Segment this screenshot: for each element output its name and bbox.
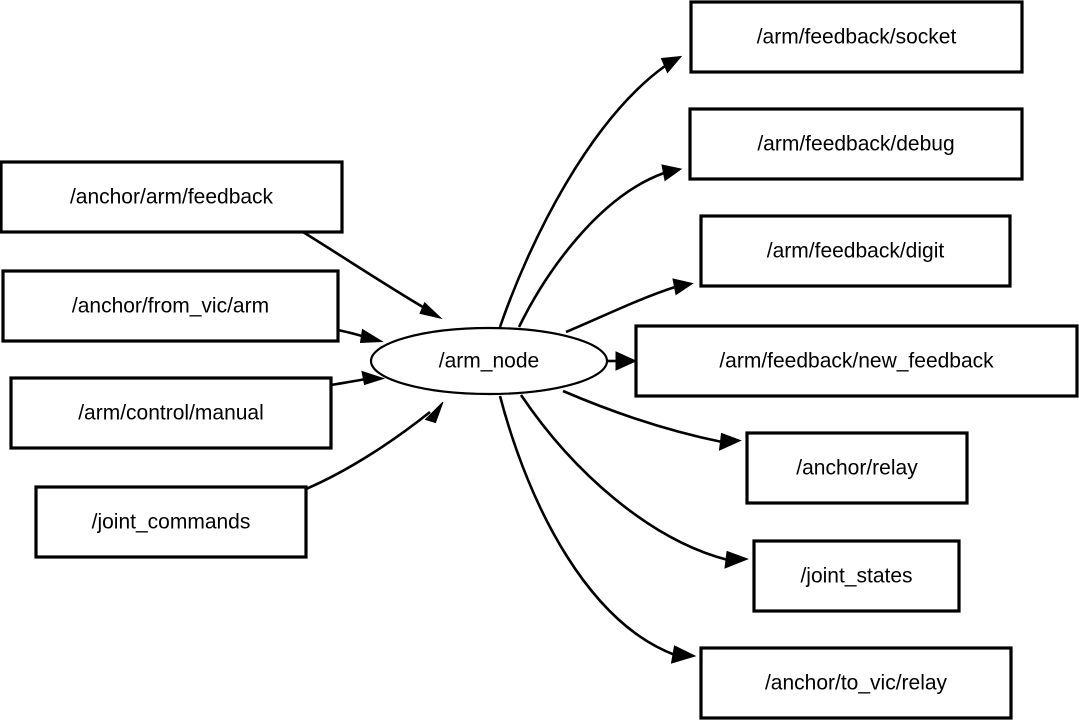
node-label-joint-states: /joint_states xyxy=(800,565,912,588)
edge-arm-node-to-anchor-relay xyxy=(562,389,742,451)
subscriber-nodes: /arm/feedback/socket /arm/feedback/debug… xyxy=(634,0,1079,720)
publisher-nodes: /anchor/arm/feedback /anchor/from_vic/ar… xyxy=(0,160,344,559)
node-joint-commands[interactable]: /joint_commands xyxy=(34,485,308,559)
node-anchor-from-vic-arm[interactable]: /anchor/from_vic/arm xyxy=(1,269,340,343)
edge-anchor-from-vic-arm-to-arm-node xyxy=(337,328,384,344)
edge-arm-node-to-arm-feedback-new-feedback xyxy=(607,351,638,371)
edge-arm-node-to-arm-feedback-digit xyxy=(565,278,694,334)
node-arm-feedback-digit[interactable]: /arm/feedback/digit xyxy=(699,214,1012,288)
edge-layer xyxy=(302,55,749,664)
edge-arm-node-to-joint-states xyxy=(519,394,749,569)
edge-arm-control-manual-to-arm-node xyxy=(330,370,386,387)
node-label-anchor-relay: /anchor/relay xyxy=(796,457,918,480)
edge-joint-commands-to-arm-node xyxy=(305,401,444,491)
node-label-arm-feedback-new-feedback: /arm/feedback/new_feedback xyxy=(719,350,994,373)
node-label-arm-feedback-digit: /arm/feedback/digit xyxy=(767,240,945,263)
edge-arm-node-to-arm-feedback-socket xyxy=(498,55,683,328)
node-label-arm-feedback-socket: /arm/feedback/socket xyxy=(757,26,957,49)
node-anchor-relay[interactable]: /anchor/relay xyxy=(745,431,969,505)
node-arm-feedback-debug[interactable]: /arm/feedback/debug xyxy=(688,107,1024,181)
node-label-arm-feedback-debug: /arm/feedback/debug xyxy=(757,133,954,156)
edge-arm-node-to-arm-feedback-debug xyxy=(517,164,683,328)
node-joint-states[interactable]: /joint_states xyxy=(752,539,961,613)
node-anchor-to-vic-relay[interactable]: /anchor/to_vic/relay xyxy=(699,646,1013,720)
node-arm-node[interactable]: /arm_node xyxy=(369,326,609,396)
node-arm-feedback-socket[interactable]: /arm/feedback/socket xyxy=(689,0,1024,74)
node-arm-feedback-new-feedback[interactable]: /arm/feedback/new_feedback xyxy=(634,324,1079,398)
node-label-arm-node: /arm_node xyxy=(439,350,539,373)
node-label-anchor-arm-feedback: /anchor/arm/feedback xyxy=(70,186,274,209)
edge-anchor-arm-feedback-to-arm-node xyxy=(302,230,443,320)
edge-arm-node-to-anchor-to-vic-relay xyxy=(498,395,697,664)
node-label-arm-control-manual: /arm/control/manual xyxy=(78,402,264,425)
node-label-anchor-from-vic-arm: /anchor/from_vic/arm xyxy=(72,295,269,318)
node-label-anchor-to-vic-relay: /anchor/to_vic/relay xyxy=(765,672,948,695)
node-anchor-arm-feedback[interactable]: /anchor/arm/feedback xyxy=(0,160,344,234)
node-label-joint-commands: /joint_commands xyxy=(92,511,251,534)
node-arm-control-manual[interactable]: /arm/control/manual xyxy=(9,376,333,450)
